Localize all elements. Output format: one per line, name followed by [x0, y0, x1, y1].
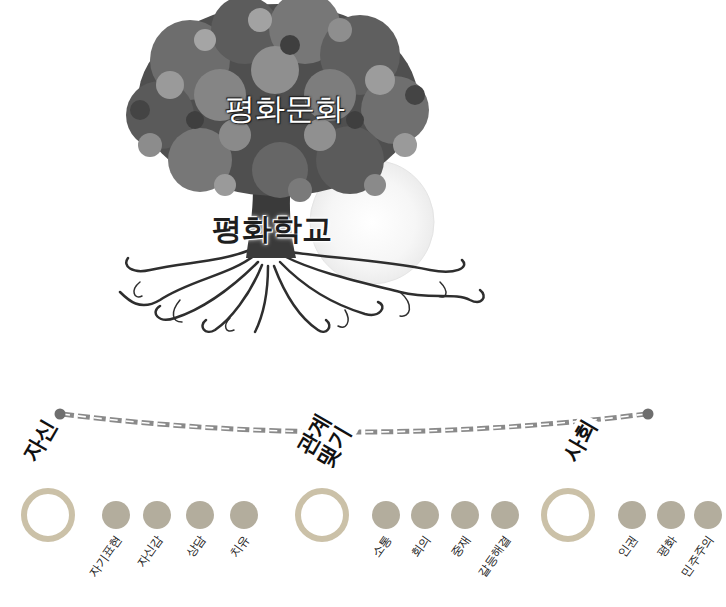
- topic-circle: 자신감: [143, 501, 171, 529]
- topic-label: 갈등해결: [475, 533, 513, 580]
- topic-label: 소통: [370, 533, 395, 560]
- topic-circle: 평화: [657, 501, 685, 529]
- topic-label: 상담: [184, 533, 209, 560]
- topic-circle: 상담: [186, 501, 214, 529]
- topic-label: 평화: [655, 533, 680, 560]
- topic-circle: 자기표현: [102, 501, 130, 529]
- topic-label: 중재: [449, 533, 474, 560]
- trunk-title: 평화학교: [209, 211, 335, 246]
- topic-label: 자기표현: [86, 533, 124, 580]
- topic-label: 치유: [228, 533, 253, 560]
- topic-label: 회의: [409, 533, 434, 560]
- topic-circle: 회의: [411, 501, 439, 529]
- topic-label: 인권: [616, 533, 641, 560]
- canopy-title: 평화문화: [222, 91, 348, 126]
- topic-circle: 중재: [451, 501, 479, 529]
- topic-label: 민주주의: [678, 533, 716, 580]
- topic-label: 자신감: [134, 533, 165, 570]
- tree-roots: [120, 250, 484, 332]
- category-label: 관계 맺기: [288, 402, 361, 477]
- topic-circle: 갈등해결: [491, 501, 519, 529]
- category-label: 자신: [16, 412, 64, 468]
- tree-canopy: [126, 0, 429, 202]
- topic-circle: 민주주의: [694, 501, 722, 529]
- topic-circle: 소통: [372, 501, 400, 529]
- topic-circle: 인권: [618, 501, 646, 529]
- topic-circle: 치유: [230, 501, 258, 529]
- category-rings: [24, 491, 592, 539]
